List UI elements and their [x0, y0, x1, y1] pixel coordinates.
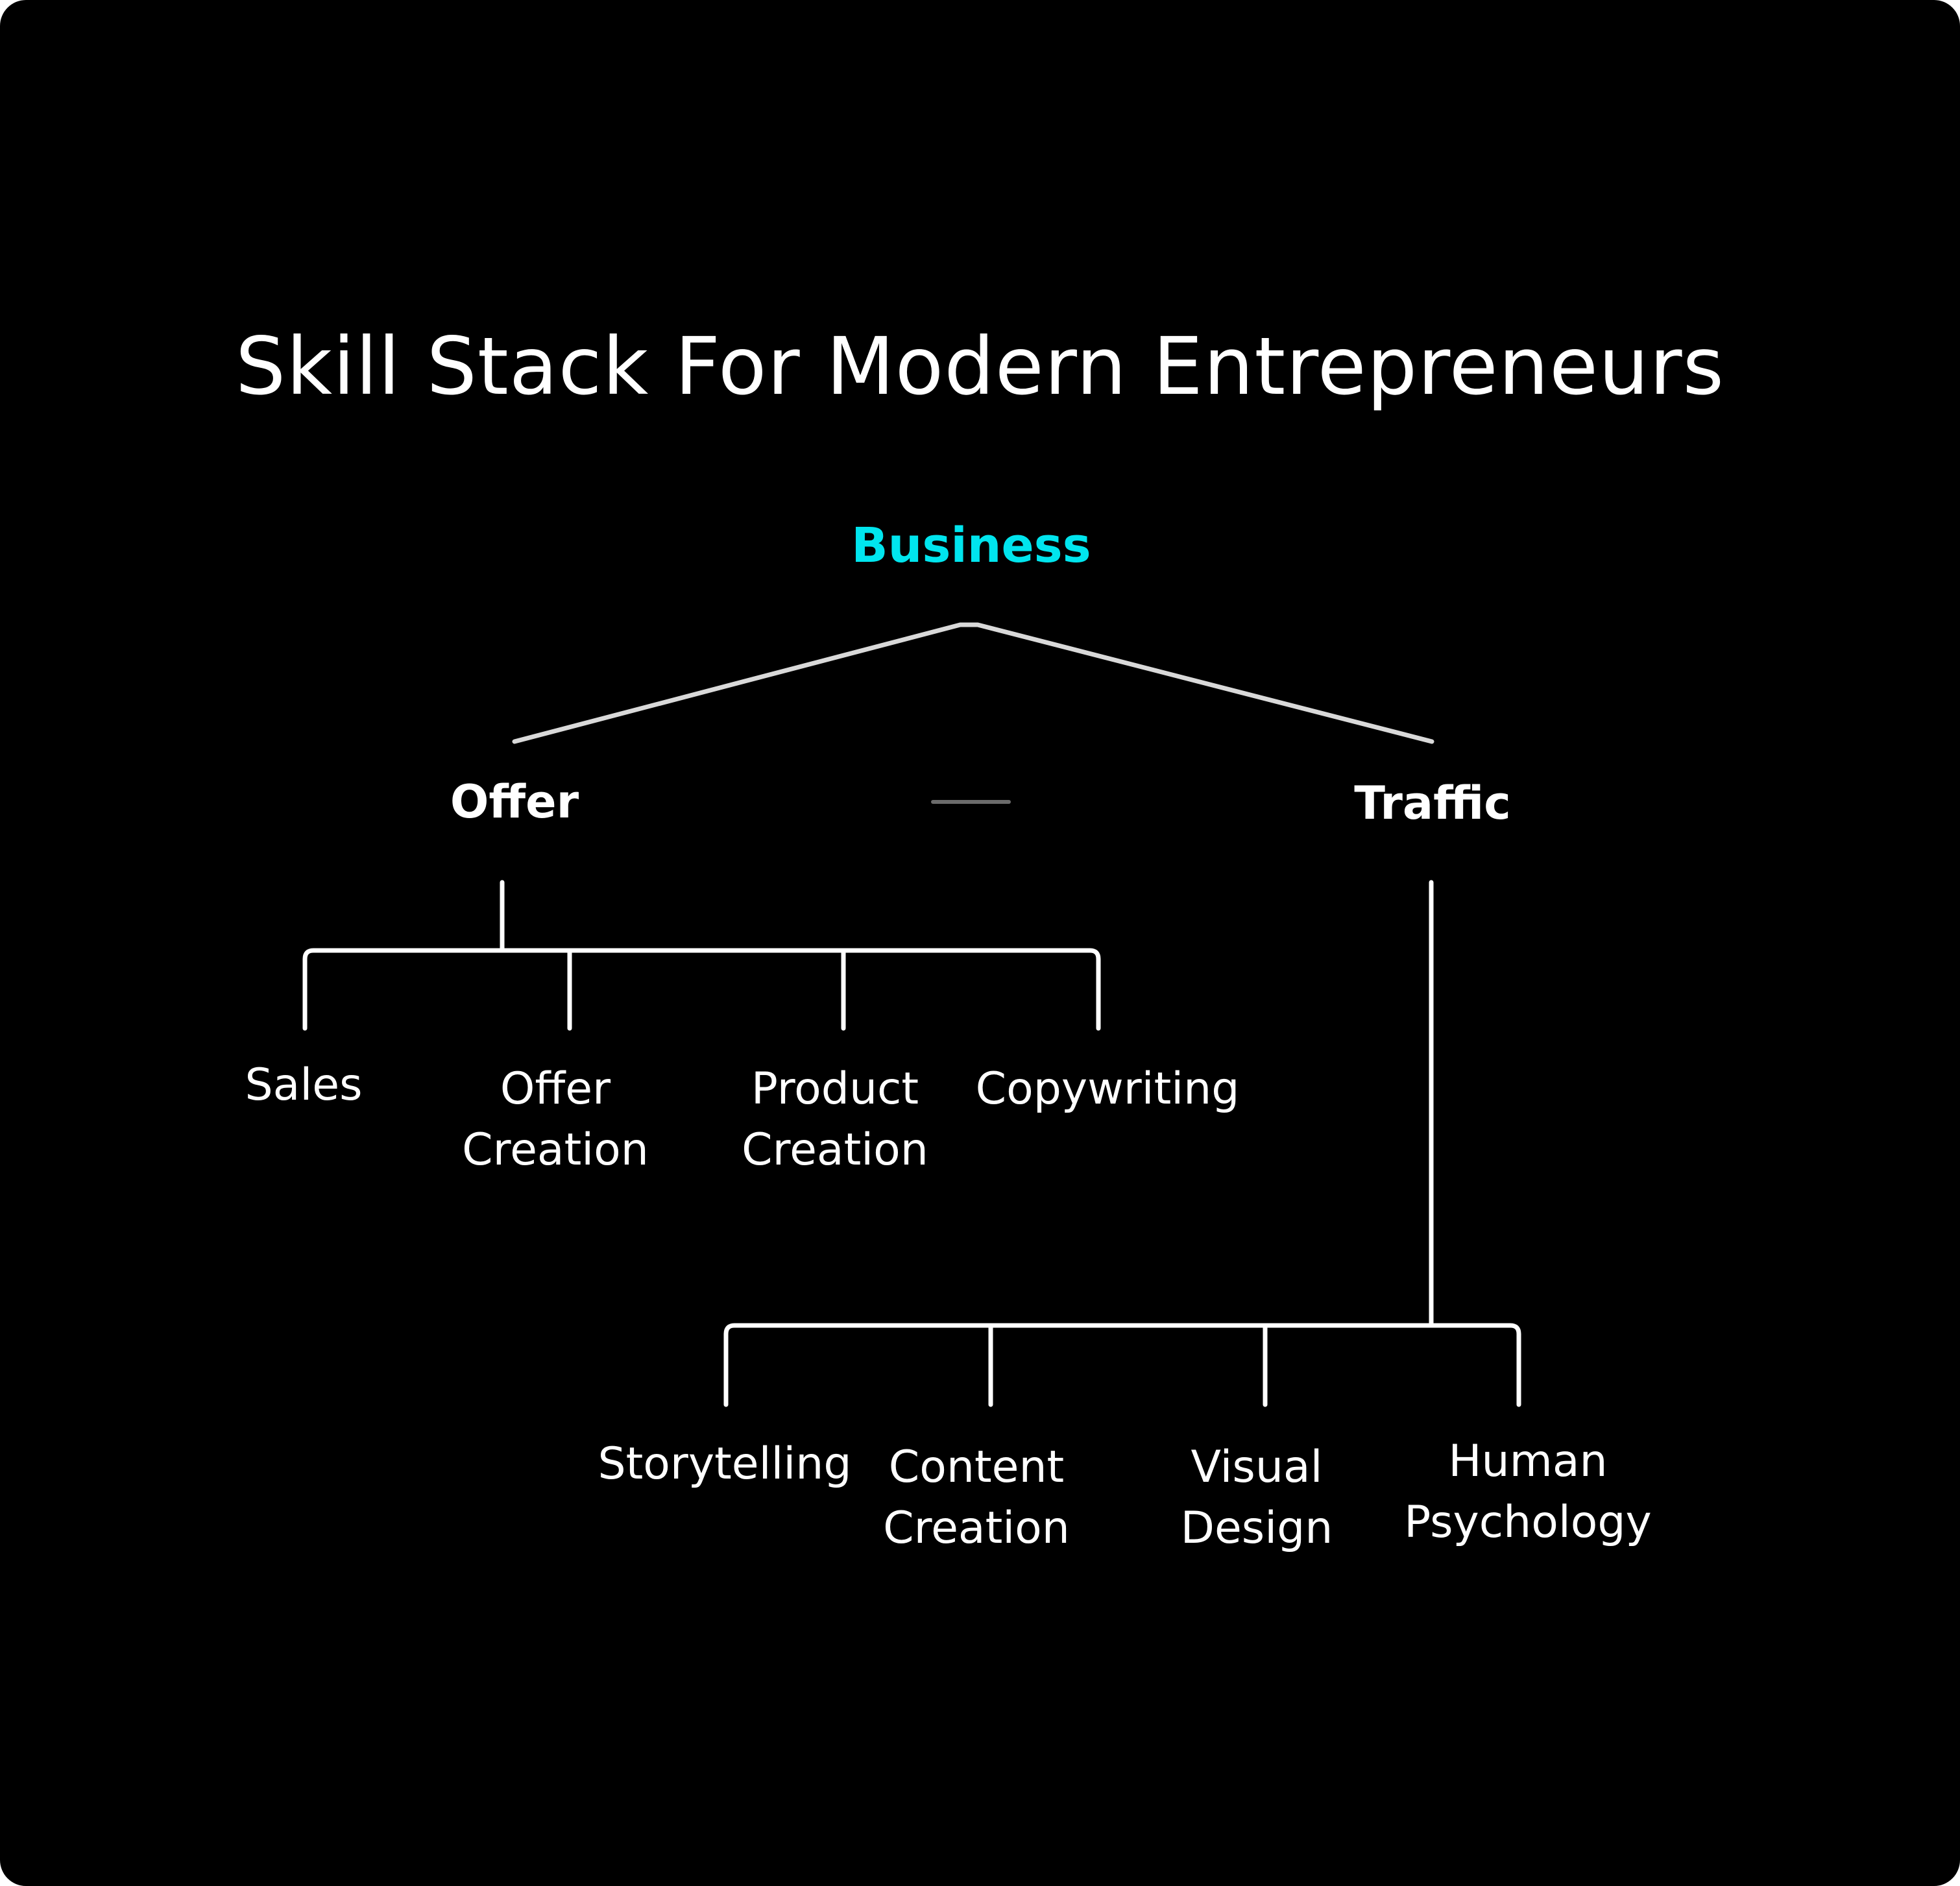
- leaf-node-copywriting: Copywriting: [975, 1063, 1240, 1115]
- root-node-business: Business: [851, 518, 1091, 574]
- leaf-node-human-psychology: Human Psychology: [1404, 1436, 1652, 1548]
- diagram-title: Skill Stack For Modern Entrepreneurs: [235, 320, 1725, 413]
- leaf-node-offer-creation: Offer Creation: [462, 1063, 649, 1176]
- leaf-node-product-creation: Product Creation: [742, 1063, 928, 1176]
- traffic-children-bracket: [723, 1323, 1521, 1407]
- branch-node-traffic: Traffic: [1354, 777, 1511, 830]
- leaf-node-visual-design: Visual Design: [1180, 1442, 1333, 1554]
- leaf-node-content-creation: Content Creation: [883, 1442, 1070, 1554]
- offer-children-bracket: [302, 948, 1101, 1031]
- branch-node-offer: Offer: [450, 775, 579, 828]
- leaf-node-sales: Sales: [245, 1059, 363, 1111]
- root-connector: [512, 622, 1434, 744]
- leaf-node-storytelling: Storytelling: [598, 1438, 852, 1490]
